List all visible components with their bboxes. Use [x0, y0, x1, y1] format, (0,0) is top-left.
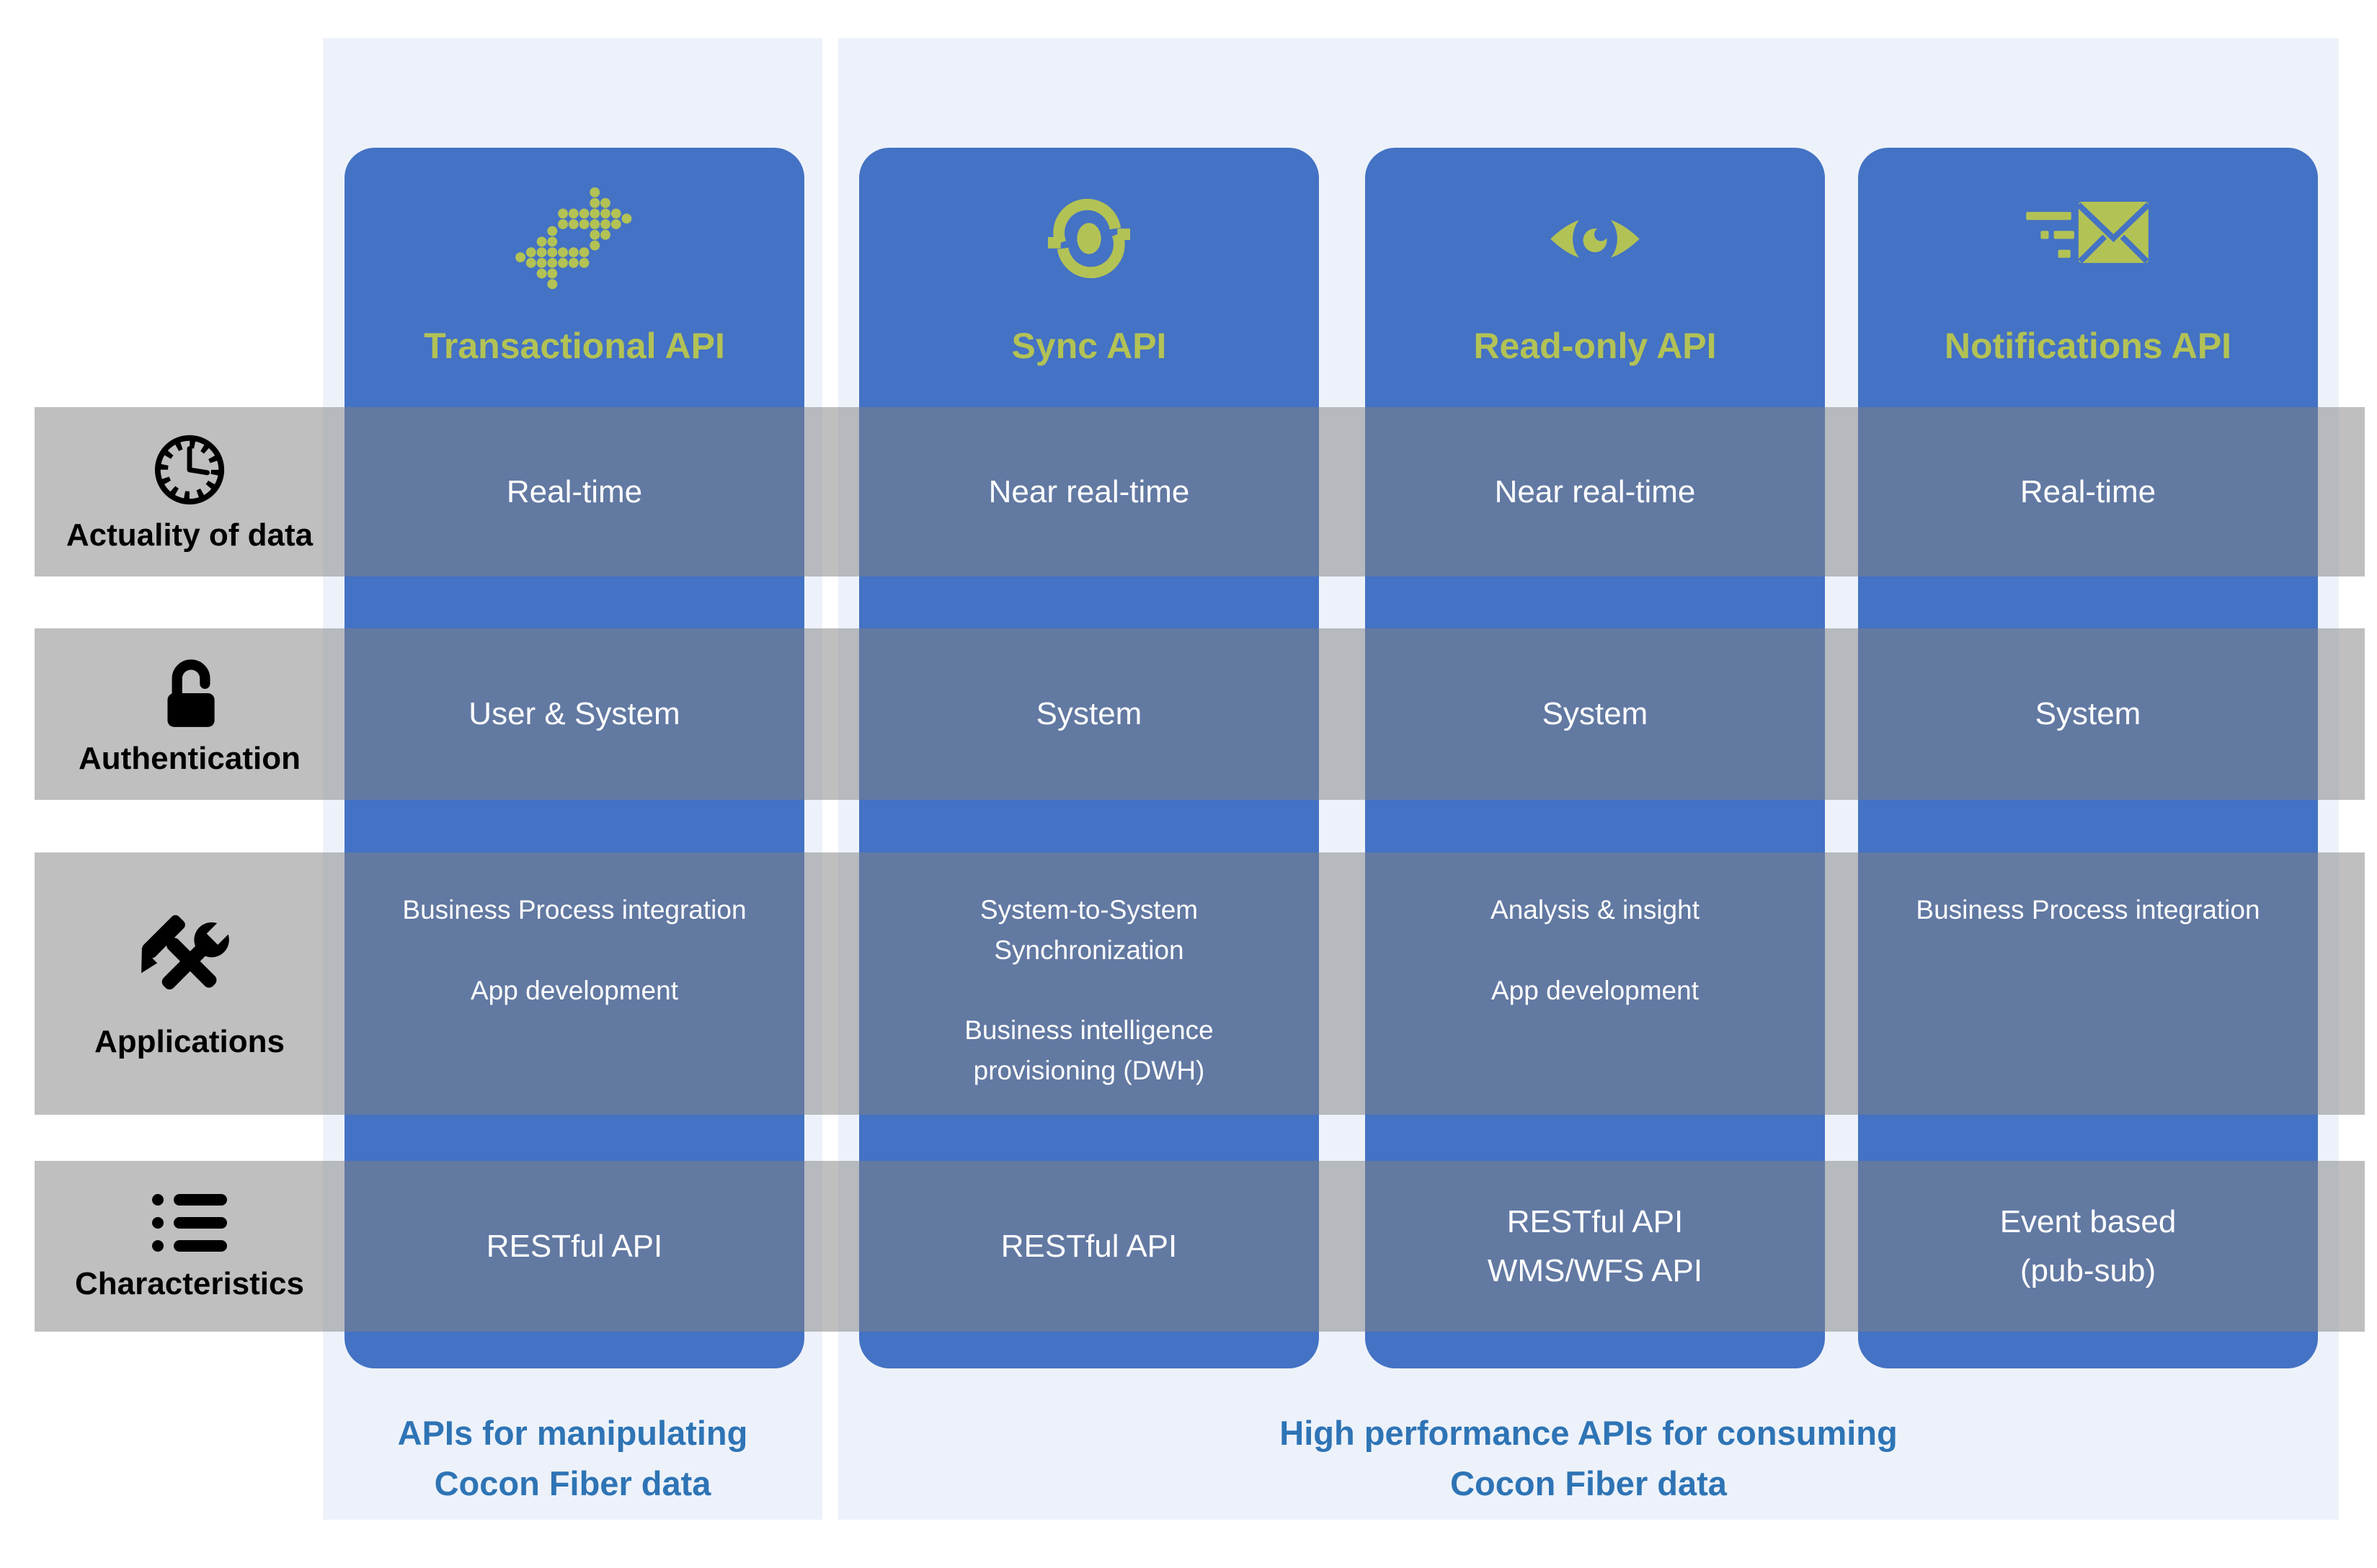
grid-cell-apps-read-only: Analysis & insight App development — [1365, 852, 1825, 1115]
cell-text: User & System — [468, 696, 680, 731]
row-label-actuality: Actuality of data — [35, 407, 345, 576]
clock-icon — [151, 431, 228, 509]
grid-cell-auth-transactional: User & System — [345, 628, 804, 800]
footnote-consuming: High performance APIs for consuming Coco… — [838, 1404, 2339, 1513]
cell-text: App development — [471, 975, 678, 1005]
cell-text: RESTful API — [486, 1228, 663, 1264]
grid-cell-char-read-only: RESTful API WMS/WFS API — [1365, 1161, 1825, 1332]
transfer-arrows-icon — [345, 182, 804, 295]
row-label-authentication: Authentication — [35, 628, 345, 800]
footnote-line: High performance APIs for consuming — [1279, 1413, 1898, 1452]
row-label-text: Characteristics — [75, 1265, 304, 1301]
grid-cell-actuality-transactional: Real-time — [345, 407, 804, 576]
column-title-read-only: Read-only API — [1473, 326, 1717, 366]
column-title-transactional: Transactional API — [424, 326, 725, 366]
footnote-line: APIs for manipulating — [397, 1413, 748, 1452]
grid-cell-char-sync: RESTful API — [859, 1161, 1319, 1332]
cell-text: Business intelligence provisioning (DWH) — [964, 1015, 1214, 1085]
grid-cell-apps-transactional: Business Process integration App develop… — [345, 852, 804, 1115]
row-band-applications — [35, 852, 2365, 1115]
grid-cell-auth-notifications: System — [1858, 628, 2318, 800]
sync-icon — [859, 182, 1319, 295]
list-icon — [149, 1191, 230, 1257]
row-band-actuality — [35, 407, 2365, 576]
row-label-applications: Applications — [35, 852, 345, 1115]
cell-text: App development — [1491, 975, 1699, 1005]
grid-cell-apps-notifications: Business Process integration — [1858, 852, 2318, 1115]
cell-text: RESTful API — [1506, 1204, 1684, 1240]
grid-cell-auth-read-only: System — [1365, 628, 1825, 800]
eye-icon — [1365, 182, 1825, 295]
row-label-text: Applications — [94, 1024, 285, 1059]
row-label-text: Actuality of data — [66, 517, 314, 553]
cell-text: System-to-System Synchronization — [979, 895, 1199, 965]
cell-text: System — [1542, 696, 1648, 731]
cell-text: Real-time — [506, 473, 643, 509]
footnote-line: Cocon Fiber data — [434, 1464, 711, 1502]
mail-send-icon — [1858, 182, 2318, 295]
grid-cell-char-notifications: Event based (pub-sub) — [1858, 1161, 2318, 1332]
column-title-sync: Sync API — [1011, 326, 1167, 366]
cell-text: Near real-time — [1494, 473, 1696, 509]
cell-text: (pub-sub) — [2020, 1252, 2156, 1288]
cell-text: WMS/WFS API — [1487, 1252, 1703, 1288]
cell-text: Analysis & insight — [1490, 895, 1700, 925]
cell-text: Event based — [1999, 1204, 2177, 1240]
footnote-line: Cocon Fiber data — [1450, 1464, 1727, 1502]
row-band-authentication — [35, 628, 2365, 800]
cell-text: Real-time — [2020, 473, 2156, 509]
grid-cell-char-transactional: RESTful API — [345, 1161, 804, 1332]
cell-text: System — [2035, 696, 2141, 731]
cell-text: Business Process integration — [1916, 895, 2260, 925]
grid-cell-actuality-read-only: Near real-time — [1365, 407, 1825, 576]
column-title-notifications: Notifications API — [1944, 326, 2232, 366]
grid-cell-actuality-sync: Near real-time — [859, 407, 1319, 576]
cell-text: Business Process integration — [402, 895, 747, 925]
hammer-wrench-icon — [135, 907, 244, 1015]
row-band-characteristics — [35, 1161, 2365, 1332]
padlock-open-icon — [149, 651, 230, 732]
cell-text: RESTful API — [1000, 1228, 1178, 1264]
grid-cell-apps-sync: System-to-System Synchronization Busines… — [859, 852, 1319, 1115]
grid-cell-actuality-notifications: Real-time — [1858, 407, 2318, 576]
footnote-manipulating: APIs for manipulating Cocon Fiber data — [323, 1404, 822, 1513]
cell-text: Near real-time — [988, 473, 1190, 509]
row-label-text: Authentication — [79, 741, 301, 776]
cell-text: System — [1036, 696, 1142, 731]
row-label-characteristics: Characteristics — [35, 1161, 345, 1332]
grid-cell-auth-sync: System — [859, 628, 1319, 800]
